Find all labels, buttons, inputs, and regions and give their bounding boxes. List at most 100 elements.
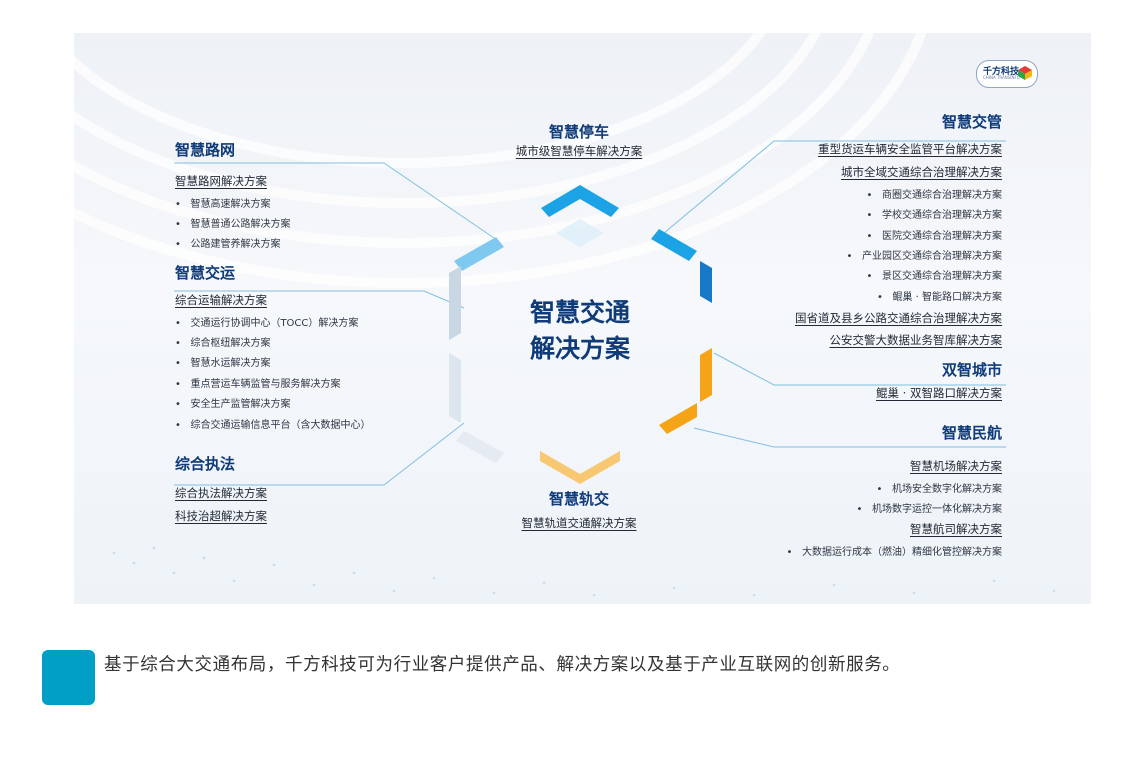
hex-segment — [454, 237, 504, 271]
left-bullet-text: 安全生产监管解决方案 — [190, 399, 291, 410]
right-sub: 重型货运车辆安全监管平台解决方案 — [818, 142, 1002, 156]
bullet-char: • — [846, 251, 853, 262]
bullet-char: • — [866, 210, 873, 221]
hex-segment — [449, 266, 461, 340]
left-bullet-text: 综合枢纽解决方案 — [190, 338, 271, 349]
right-bullet-row: • 学校交通综合治理解决方案 — [867, 206, 1002, 221]
logo-name: 千方科技 — [983, 67, 1020, 77]
left-bullet-text: 公路建管养解决方案 — [190, 239, 281, 250]
left-bullet-row: • 公路建管养解决方案 — [175, 235, 280, 250]
hex-segment — [540, 451, 620, 484]
leader-line — [713, 352, 1006, 386]
right-heading: 智慧民航 — [941, 424, 1002, 442]
right-bullet-row: • 商圈交通综合治理解决方案 — [867, 186, 1002, 201]
background-swirl — [74, 33, 1056, 597]
left-bullet-text: 交通运行协调中心（TOCC）解决方案 — [190, 318, 359, 329]
left-bullet-text: 智慧普通公路解决方案 — [190, 219, 291, 230]
left-sub: 综合执法解决方案 — [175, 486, 267, 500]
bullet-char: • — [866, 190, 873, 201]
right-bullet-row: • 医院交通综合治理解决方案 — [867, 227, 1002, 242]
bullet-char: • — [856, 504, 863, 515]
right-bullet-row: • 机场数字运控一体化解决方案 — [857, 500, 1002, 515]
left-bullet-row: • 智慧水运解决方案 — [175, 354, 270, 369]
hex-segment — [580, 185, 619, 217]
right-bullet-text: 机场数字运控一体化解决方案 — [872, 504, 1002, 515]
right-sub: 智慧机场解决方案 — [910, 459, 1002, 473]
hex-segment — [449, 353, 461, 423]
right-sub: 国省道及县乡公路交通综合治理解决方案 — [795, 311, 1002, 325]
right-bullet-row: • 鲲巢 · 智能路口解决方案 — [877, 288, 1002, 303]
leader-line — [693, 427, 1006, 448]
bullet-char: • — [175, 420, 181, 431]
bullet-char: • — [175, 358, 181, 369]
right-sub: 智慧航司解决方案 — [910, 522, 1002, 536]
right-bullet-row: • 景区交通综合治理解决方案 — [867, 267, 1002, 282]
hex-segment — [556, 219, 604, 247]
leader-line — [663, 140, 1006, 234]
right-heading: 双智城市 — [941, 361, 1002, 379]
bullet-char: • — [175, 219, 181, 230]
bottom-item: 智慧轨道交通解决方案 — [521, 516, 637, 530]
hexagon-ring — [449, 185, 712, 484]
top-heading: 智慧停车 — [548, 123, 609, 141]
bullet-char: • — [786, 547, 793, 558]
caption-text: 基于综合大交通布局，千方科技可为行业客户提供产品、解决方案以及基于产业互联网的创… — [104, 655, 901, 675]
solution-diagram: 千方科技 CHINA TRANSINFO 智慧交通 解决方案 智慧停车 城市级智… — [74, 33, 1091, 604]
right-sub: 城市全域交通综合治理解决方案 — [841, 165, 1002, 179]
hex-segment — [456, 431, 504, 463]
left-sub: 科技治超解决方案 — [175, 509, 267, 523]
hex-segment — [659, 403, 697, 434]
left-bullet-row: • 综合枢纽解决方案 — [175, 334, 270, 349]
right-bullet-text: 鲲巢 · 智能路口解决方案 — [892, 292, 1002, 303]
hex-segment — [700, 348, 712, 402]
leader-line — [174, 162, 495, 239]
company-logo: 千方科技 CHINA TRANSINFO — [976, 60, 1038, 88]
logo-subtitle: CHINA TRANSINFO — [983, 75, 1020, 80]
right-bullet-text: 大数据运行成本（燃油）精细化管控解决方案 — [802, 547, 1002, 558]
bullet-char: • — [877, 292, 883, 303]
left-bullet-row: • 交通运行协调中心（TOCC）解决方案 — [175, 314, 358, 329]
left-heading: 智慧路网 — [175, 141, 236, 159]
left-bullet-text: 综合交通运输信息平台（含大数据中心） — [190, 420, 371, 431]
left-sub: 智慧路网解决方案 — [175, 174, 267, 188]
left-heading: 综合执法 — [175, 455, 236, 473]
hex-segment — [541, 185, 580, 217]
bullet-char: • — [866, 271, 873, 282]
bottom-heading: 智慧轨交 — [548, 490, 609, 508]
cube-logo-icon — [1018, 66, 1032, 80]
left-bullet-text: 重点营运车辆监管与服务解决方案 — [190, 379, 341, 390]
bullet-char: • — [175, 199, 181, 210]
right-bullet-text: 商圈交通综合治理解决方案 — [882, 190, 1002, 201]
right-bullet-text: 景区交通综合治理解决方案 — [882, 271, 1002, 282]
bullet-char: • — [866, 231, 873, 242]
top-item: 城市级智慧停车解决方案 — [515, 144, 643, 158]
right-bullet-row: • 产业园区交通综合治理解决方案 — [847, 247, 1002, 262]
right-bullet-text: 机场安全数字化解决方案 — [892, 484, 1002, 495]
right-bullet-text: 产业园区交通综合治理解决方案 — [862, 251, 1002, 262]
right-sub: 鲲巢 · 双智路口解决方案 — [876, 386, 1002, 400]
left-sub: 综合运输解决方案 — [175, 293, 267, 307]
left-bullet-row: • 综合交通运输信息平台（含大数据中心） — [175, 416, 370, 431]
center-title: 智慧交通 解决方案 — [502, 295, 658, 367]
bullet-char: • — [876, 484, 883, 495]
left-bullet-row: • 智慧普通公路解决方案 — [175, 215, 290, 230]
bullet-char: • — [175, 379, 181, 390]
left-bullet-row: • 智慧高速解决方案 — [175, 195, 270, 210]
left-heading: 智慧交运 — [175, 264, 236, 282]
center-title-line: 智慧交通 — [529, 298, 630, 327]
bullet-char: • — [175, 239, 181, 250]
left-bullet-row: • 安全生产监管解决方案 — [175, 395, 290, 410]
right-bullet-text: 医院交通综合治理解决方案 — [882, 231, 1002, 242]
right-sub: 公安交警大数据业务智库解决方案 — [829, 333, 1003, 347]
left-bullet-text: 智慧高速解决方案 — [190, 199, 271, 210]
right-heading: 智慧交管 — [941, 113, 1002, 131]
bullet-char: • — [175, 338, 181, 349]
caption-marker — [42, 650, 95, 705]
bullet-char: • — [175, 399, 181, 410]
bullet-char: • — [175, 318, 181, 329]
right-bullet-row: • 大数据运行成本（燃油）精细化管控解决方案 — [787, 543, 1002, 558]
hex-segment — [700, 261, 712, 303]
hex-segment — [651, 229, 697, 261]
center-title-line: 解决方案 — [529, 334, 630, 363]
leader-line — [174, 422, 465, 486]
